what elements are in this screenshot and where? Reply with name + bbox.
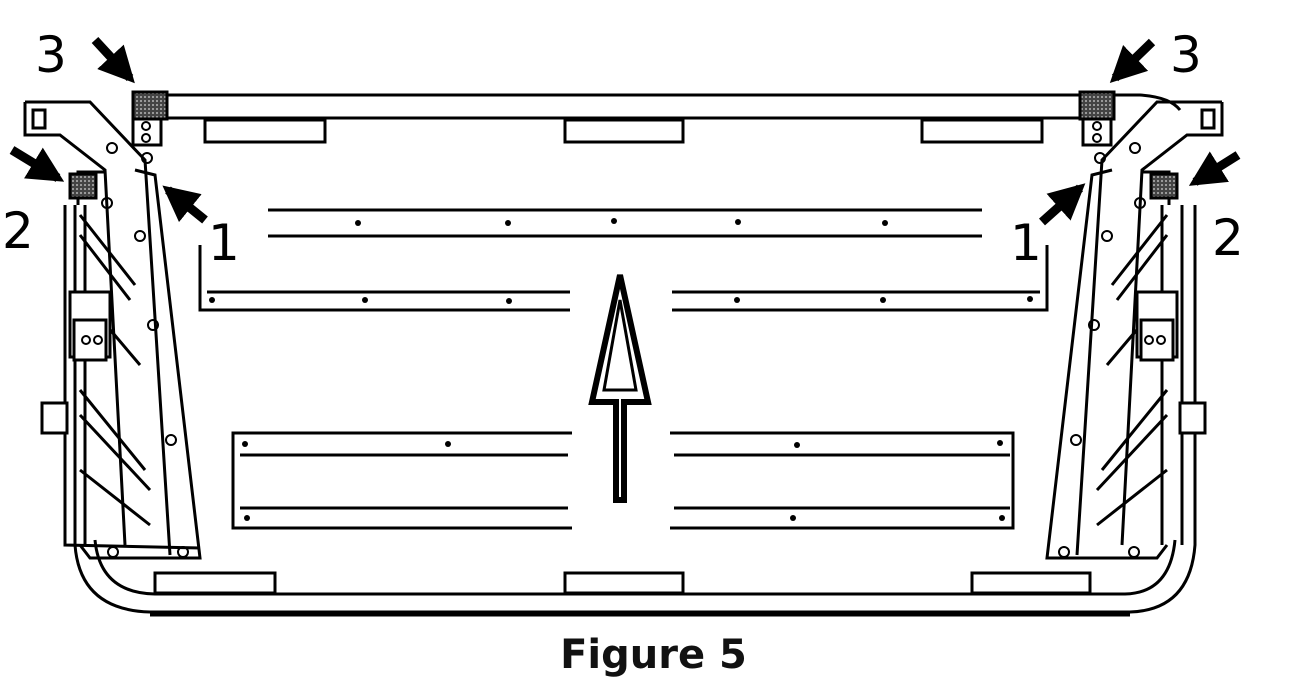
callout-left-2: 2 <box>2 202 34 260</box>
callout-right-3: 3 <box>1170 26 1202 84</box>
callout-right-2: 2 <box>1212 209 1244 267</box>
top-tab-center <box>563 118 685 144</box>
inner-frame <box>93 539 1177 596</box>
arrow-left-3 <box>91 36 135 84</box>
right-part-3 <box>1078 90 1116 121</box>
right-side-assembly <box>1045 90 1224 560</box>
left-part-3 <box>131 90 169 121</box>
arrow-left-1 <box>162 185 208 224</box>
callout-right-1: 1 <box>1010 214 1042 272</box>
top-tab-right <box>920 118 1044 144</box>
callout-left-1: 1 <box>208 214 240 272</box>
arrow-left-2 <box>9 146 65 182</box>
arrow-right-1 <box>1038 183 1086 226</box>
arrow-right-2 <box>1188 151 1241 186</box>
frame-diagram: 3 2 1 3 2 1 <box>2 26 1244 617</box>
callout-left-3: 3 <box>35 26 67 84</box>
figure-caption: Figure 5 <box>560 632 747 678</box>
outer-frame <box>73 205 1197 614</box>
arrow-right-3 <box>1109 38 1156 84</box>
right-part-2 <box>1149 172 1179 200</box>
bottom-tab-left <box>153 571 277 595</box>
upper-bracket-right <box>672 245 1049 312</box>
bottom-tab-right <box>970 571 1092 595</box>
bottom-tab-center <box>563 571 685 595</box>
left-part-2 <box>68 172 98 200</box>
upper-bracket-left <box>198 245 570 312</box>
top-rail <box>135 93 1182 111</box>
top-tab-left <box>203 118 327 144</box>
